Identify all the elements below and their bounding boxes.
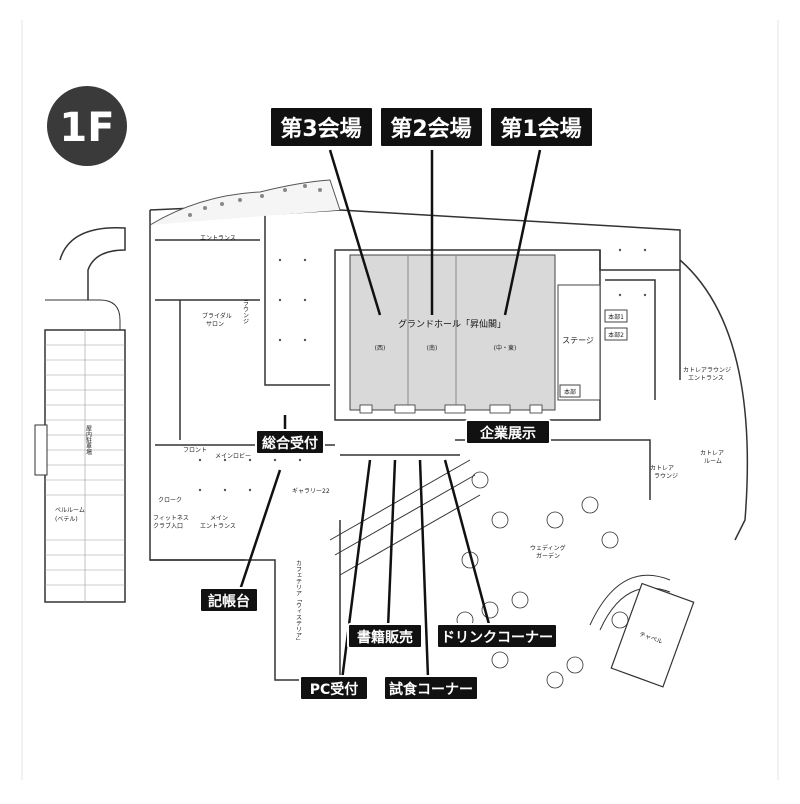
register-desk-label: 記帳台	[199, 587, 259, 613]
wedding-garden-label: ウェディングガーデン	[530, 544, 566, 560]
venue-1-label: 第1会場	[489, 106, 594, 148]
bridal-salon-label: ブライダルサロン	[202, 312, 232, 328]
svg-text:第1会場: 第1会場	[500, 116, 581, 142]
svg-text:第3会場: 第3会場	[280, 116, 361, 142]
books-label: 書籍販売	[347, 623, 423, 649]
cafeteria-label: カフェテリア「ウィステリア」	[295, 560, 302, 644]
floor-badge: 1F	[47, 86, 127, 166]
svg-text:総合受付: 総合受付	[262, 435, 318, 452]
bell-room-label: ベルルーム(ベテル)	[55, 507, 85, 523]
gallery-label: ギャラリー22	[292, 488, 330, 495]
svg-text:記帳台: 記帳台	[208, 593, 250, 610]
svg-text:ドリンクコーナー: ドリンクコーナー	[441, 630, 553, 646]
main-lobby-label: メインロビー	[215, 452, 251, 460]
cattleya-lounge-label: カトレアラウンジ	[650, 465, 678, 480]
fitness-entrance-label: フィットネスクラブ入口	[153, 515, 189, 530]
walkways	[329, 459, 481, 576]
control-room-1	[604, 309, 628, 323]
hall-center-east: (中・東)	[494, 344, 517, 352]
control2-label: 本部2	[608, 331, 624, 339]
main-entrance-label: メインエントランス	[200, 515, 236, 530]
parking-label: 屋内駐車場	[85, 425, 92, 456]
general-reception-label: 総合受付	[255, 429, 325, 455]
exhibition-label: 企業展示	[465, 419, 551, 445]
cattleya-room-label: カトレアルーム	[700, 450, 724, 465]
control-room-3	[559, 384, 581, 398]
venue-3-label: 第3会場	[269, 106, 374, 148]
hall-west: (西)	[375, 345, 386, 352]
column-dots	[198, 248, 647, 492]
stage-area	[557, 284, 601, 401]
svg-text:企業展示: 企業展示	[479, 425, 536, 442]
svg-text:試食コーナー: 試食コーナー	[389, 681, 473, 698]
cattleya-lounge-entrance-label: カトレアラウンジエントランス	[683, 366, 731, 382]
leader-lines	[238, 149, 542, 681]
rock-garden	[149, 179, 341, 226]
pc-reception-label: PC受付	[299, 675, 369, 701]
chapel: チャペル	[589, 574, 695, 688]
grand-hall: グランドホール「昇仙閣」 (西) (南) (中・東)	[349, 254, 556, 414]
cloak-label: クローク	[158, 497, 182, 504]
control3-label: 本部	[564, 388, 576, 396]
floor-badge-label: 1F	[59, 105, 114, 151]
svg-text:第2会場: 第2会場	[390, 116, 471, 142]
control-room-2	[604, 327, 628, 341]
drink-label: ドリンクコーナー	[436, 623, 558, 649]
entrance-top-label: エントランス	[200, 235, 236, 242]
grand-hall-name: グランドホール「昇仙閣」	[398, 318, 506, 330]
svg-text:PC受付: PC受付	[310, 681, 359, 698]
venue-2-label: 第2会場	[379, 106, 484, 148]
control1-label: 本部1	[608, 313, 624, 321]
svg-text:書籍販売: 書籍販売	[357, 629, 413, 646]
parking-building: 屋内駐車場 ベルルーム(ベテル)	[34, 227, 126, 603]
rock-dots	[188, 184, 322, 217]
garden-trees	[456, 471, 629, 689]
stage-label: ステージ	[562, 336, 594, 345]
front-label: フロント	[183, 447, 207, 454]
lounge-label: ラウンジ	[242, 300, 249, 324]
hall-south: (南)	[427, 344, 438, 352]
tasting-label: 試食コーナー	[383, 675, 479, 701]
